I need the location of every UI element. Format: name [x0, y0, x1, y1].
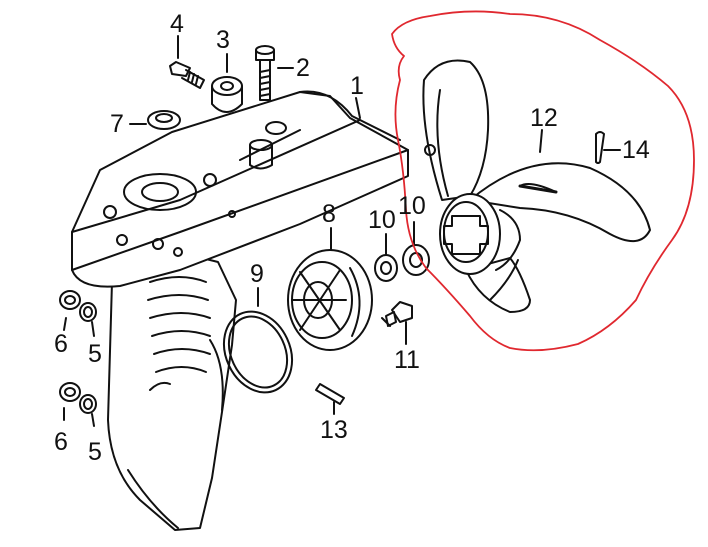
drain-plug-6-lower	[59, 382, 81, 421]
callout-2: 2	[296, 54, 310, 82]
shaft-housing-8	[287, 227, 373, 351]
drain-plug-6-upper	[59, 290, 81, 331]
callout-7: 7	[110, 110, 124, 138]
cotter-pin-14	[595, 131, 621, 164]
callout-8: 8	[322, 200, 336, 228]
screw-4	[169, 35, 205, 89]
callout-10-right: 10	[398, 192, 426, 220]
bolt-11	[381, 301, 413, 345]
callout-6-upper: 6	[54, 330, 68, 358]
o-ring-9	[222, 287, 294, 394]
bolt-2	[255, 45, 294, 101]
callout-11: 11	[394, 346, 420, 374]
seal-7	[129, 110, 181, 130]
callout-3: 3	[216, 26, 230, 54]
callout-4: 4	[170, 10, 184, 38]
callout-13: 13	[320, 416, 348, 444]
callout-14: 14	[622, 136, 650, 164]
leader-line-1	[355, 97, 361, 119]
callout-6-lower: 6	[54, 428, 68, 456]
callout-10-left: 10	[368, 206, 396, 234]
gearcase-housing	[71, 90, 409, 531]
washer-10-right	[402, 221, 430, 276]
gasket-5-lower	[79, 394, 97, 427]
callout-1: 1	[350, 72, 364, 100]
collar-3	[211, 53, 243, 113]
propeller-12	[422, 59, 651, 313]
callout-9: 9	[250, 260, 264, 288]
gasket-5-upper	[79, 302, 97, 337]
washer-10-left	[374, 233, 398, 282]
propeller-highlight-outline	[391, 10, 695, 352]
callout-5-lower: 5	[88, 438, 102, 466]
pin-13	[315, 383, 345, 415]
callout-5-upper: 5	[88, 340, 102, 368]
callout-12: 12	[530, 104, 558, 132]
